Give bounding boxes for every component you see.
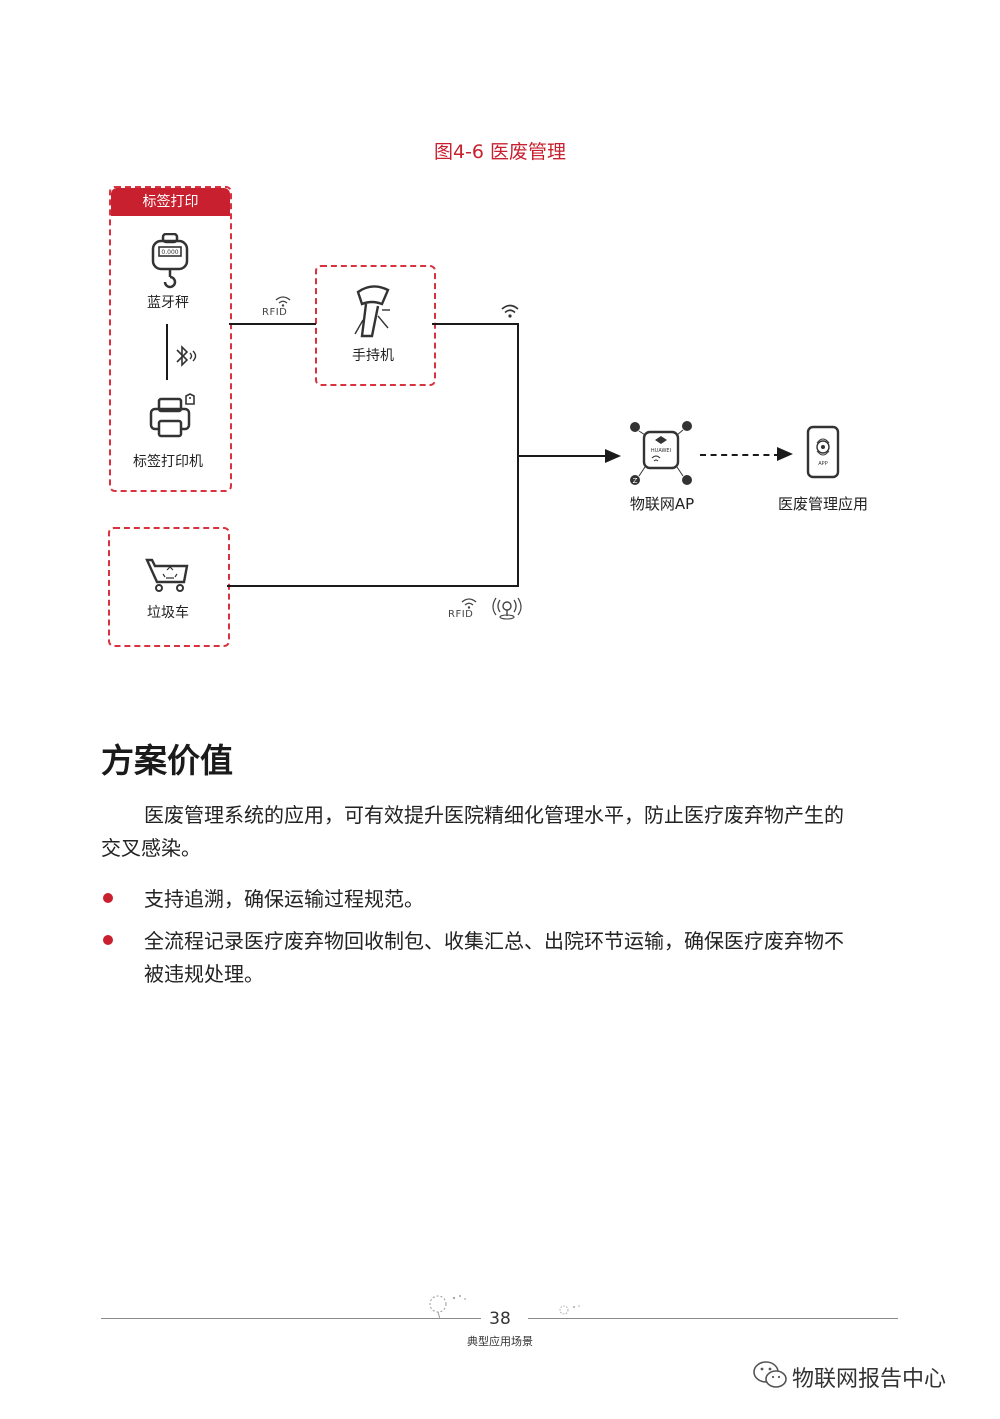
dashed-arrow-line bbox=[700, 454, 780, 456]
bullet-marker-1 bbox=[103, 893, 113, 903]
ap-label: 物联网AP bbox=[629, 495, 695, 513]
intro-line-1: 医废管理系统的应用，可有效提升医院精细化管理水平，防止医疗废弃物产生的 bbox=[144, 803, 844, 827]
location-signal-icon bbox=[492, 597, 522, 620]
wechat-icon bbox=[753, 1361, 787, 1388]
bluetooth-link-line bbox=[166, 324, 168, 380]
scale-label: 蓝牙秤 bbox=[147, 295, 189, 311]
handheld-label: 手持机 bbox=[352, 348, 394, 364]
wifi-icon bbox=[501, 304, 519, 318]
rfid-wifi-icon bbox=[275, 296, 291, 307]
cart-group bbox=[108, 527, 230, 647]
dashed-arrow-head-icon bbox=[777, 447, 793, 461]
chapter-title: 典型应用场景 bbox=[467, 1335, 533, 1348]
bullet-item-1: 支持追溯，确保运输过程规范。 bbox=[144, 883, 914, 916]
figure-caption: 图4-6 医废管理 bbox=[433, 141, 567, 163]
intro-paragraph: 医废管理系统的应用，可有效提升医院精细化管理水平，防止医疗废弃物产生的 交叉感染… bbox=[101, 799, 921, 865]
trunk-line bbox=[517, 323, 519, 587]
section-heading: 方案价值 bbox=[101, 741, 233, 780]
bluetooth-icon bbox=[176, 345, 197, 367]
dandelion-seed-icon bbox=[559, 1305, 580, 1315]
bullet-item-2: 全流程记录医疗废弃物回收制包、收集汇总、出院环节运输，确保医疗废弃物不 被违规处… bbox=[144, 925, 914, 991]
scale-icon: 0.000 bbox=[151, 233, 189, 289]
bullet-2-line-2: 被违规处理。 bbox=[144, 962, 264, 986]
group-header: 标签打印 bbox=[111, 188, 230, 216]
dandelion-icon bbox=[429, 1295, 466, 1320]
bullet-2-line-1: 全流程记录医疗废弃物回收制包、收集汇总、出院环节运输，确保医疗废弃物不 bbox=[144, 929, 844, 953]
rfid-label-bottom: RFID bbox=[448, 609, 474, 620]
svg-text:Z: Z bbox=[633, 477, 638, 485]
handheld-group bbox=[315, 265, 436, 386]
diagram: 标签打印 0.000 蓝牙秤 标签打印机 手持机 bbox=[0, 0, 1000, 700]
label-printing-group: 标签打印 bbox=[109, 186, 232, 492]
wifi-link-line bbox=[432, 323, 519, 325]
iot-ap-icon: HUAWEI Z bbox=[630, 421, 692, 485]
medical-app-icon: APP bbox=[806, 425, 840, 479]
rfid-link-line bbox=[229, 323, 316, 325]
rfid-wifi-icon-bottom bbox=[461, 598, 477, 609]
cart-icon bbox=[145, 558, 189, 592]
printer-icon bbox=[149, 393, 195, 438]
printer-label: 标签打印机 bbox=[133, 454, 203, 470]
barcode-scanner-icon bbox=[354, 285, 390, 338]
watermark-text: 物联网报告中心 bbox=[792, 1367, 947, 1392]
cart-link-line bbox=[227, 585, 519, 587]
svg-text:APP: APP bbox=[818, 461, 827, 467]
intro-line-2: 交叉感染。 bbox=[101, 836, 201, 860]
arrow-head-icon bbox=[605, 449, 621, 463]
page-number: 38 bbox=[489, 1309, 511, 1329]
rfid-label-top: RFID bbox=[262, 307, 288, 318]
footer-rule-left bbox=[101, 1318, 481, 1319]
bullet-1-line-1: 支持追溯，确保运输过程规范。 bbox=[144, 887, 424, 911]
cart-label: 垃圾车 bbox=[147, 605, 189, 621]
bullet-marker-2 bbox=[103, 935, 113, 945]
arrow-to-ap-line bbox=[519, 455, 609, 457]
svg-text:0.000: 0.000 bbox=[161, 249, 178, 256]
svg-text:HUAWEI: HUAWEI bbox=[651, 448, 671, 454]
footer-rule-right bbox=[528, 1318, 898, 1319]
app-label: 医废管理应用 bbox=[777, 495, 868, 513]
